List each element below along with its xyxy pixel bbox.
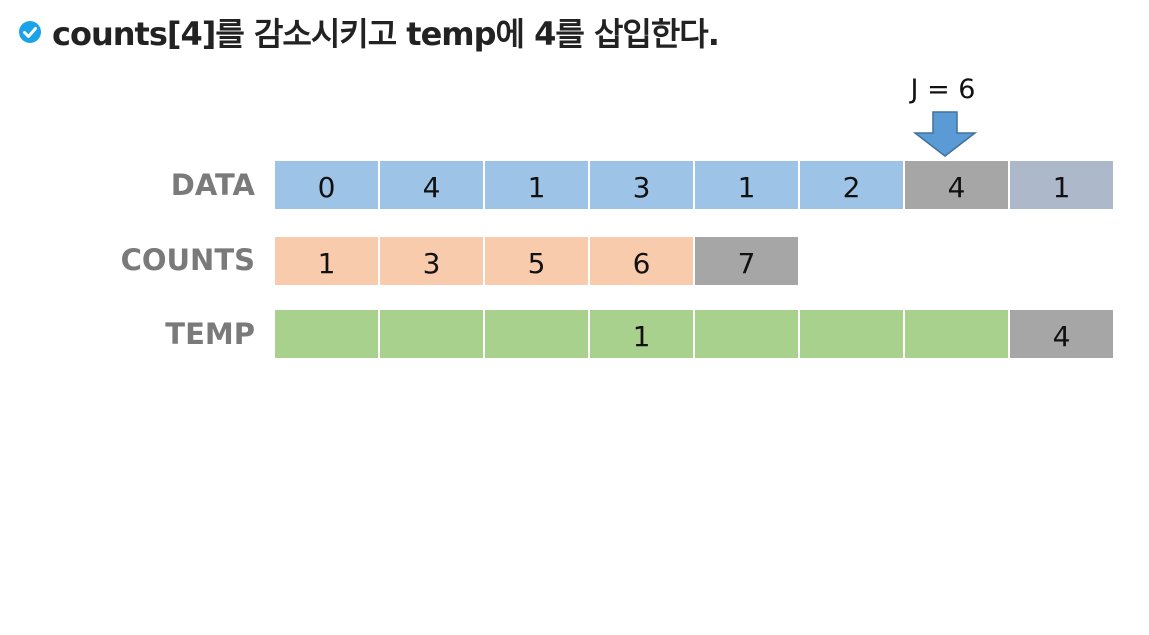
temp-cell-0 <box>275 310 378 358</box>
counts-cell-3: 6 <box>590 237 693 285</box>
temp-cell-1 <box>380 310 483 358</box>
title-row: counts[4]를 감소시키고 temp에 4를 삽입한다. <box>18 10 720 54</box>
row-label-counts: COUNTS <box>120 243 255 277</box>
counts-cell-1: 3 <box>380 237 483 285</box>
temp-cell-5 <box>800 310 903 358</box>
down-arrow-icon <box>912 111 978 157</box>
data-cell-4: 1 <box>695 161 798 209</box>
temp-cell-6 <box>905 310 1008 358</box>
temp-cell-3: 1 <box>590 310 693 358</box>
data-cell-0: 0 <box>275 161 378 209</box>
page-title: counts[4]를 감소시키고 temp에 4를 삽입한다. <box>52 15 720 53</box>
row-label-temp: TEMP <box>165 317 255 351</box>
counts-cell-2: 5 <box>485 237 588 285</box>
data-cell-3: 3 <box>590 161 693 209</box>
data-cell-2: 1 <box>485 161 588 209</box>
data-cell-1: 4 <box>380 161 483 209</box>
counts-cell-0: 1 <box>275 237 378 285</box>
counts-cell-4: 7 <box>695 237 798 285</box>
data-cell-5: 2 <box>800 161 903 209</box>
check-circle-icon <box>19 21 41 43</box>
row-label-data: DATA <box>170 168 255 202</box>
data-cell-6: 4 <box>905 161 1008 209</box>
temp-cell-4 <box>695 310 798 358</box>
pointer-label: J = 6 <box>910 74 976 105</box>
temp-cell-2 <box>485 310 588 358</box>
data-cell-7: 1 <box>1010 161 1113 209</box>
temp-cell-7: 4 <box>1010 310 1113 358</box>
